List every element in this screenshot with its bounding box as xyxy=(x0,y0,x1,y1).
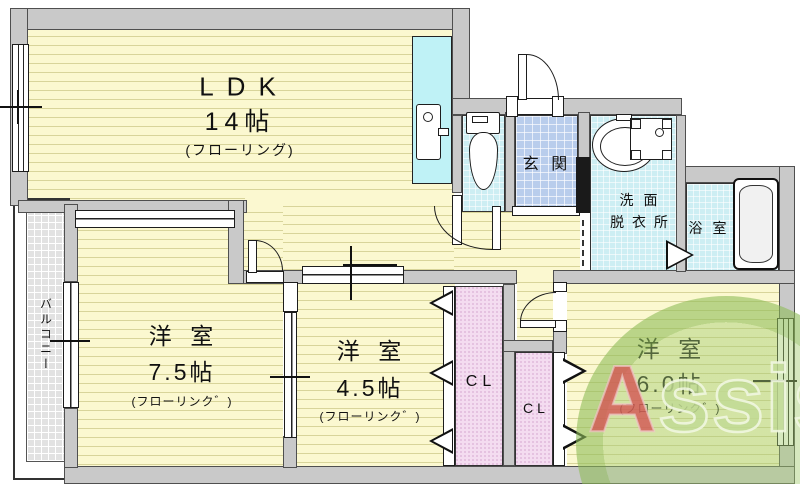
washroom-opening-dashed xyxy=(582,220,587,266)
washer-pan-corner-1 xyxy=(631,119,641,129)
entrance-step xyxy=(512,206,580,216)
closet-small-label: CL xyxy=(523,400,549,416)
wall-w60-left-stub xyxy=(553,330,567,354)
sliding-door-ldk-w75 xyxy=(75,210,235,228)
bathtub-inner xyxy=(739,185,773,263)
bathroom-name: 浴 室 xyxy=(688,220,730,236)
closet-large-door-icon-3i xyxy=(433,431,452,451)
washer-drain-icon xyxy=(655,128,664,137)
wall-balcony-stub-top xyxy=(64,204,78,282)
bath-folding-door-icon-inner xyxy=(668,243,691,267)
wall-closet-mid xyxy=(503,284,515,466)
tick-balcony-door xyxy=(50,340,90,342)
washer-pan-corner-2 xyxy=(662,119,672,129)
wall-ldk-hall xyxy=(452,115,462,193)
w45-name: 洋 室 xyxy=(336,338,408,364)
closet-large xyxy=(455,286,503,466)
wall-balcony-stub-bottom xyxy=(64,408,78,468)
entrance-door-jamb-left xyxy=(506,96,518,117)
closet-large-door-icon-2i xyxy=(433,363,452,383)
closet-large-door-icon-1i xyxy=(433,293,452,313)
tick-w45-slider-h xyxy=(343,264,397,266)
wall-washroom-bath xyxy=(676,115,686,272)
wall-washroom-bottom xyxy=(553,270,795,284)
sliding-door-w75-w45 xyxy=(284,312,297,438)
kitchen-tap-icon xyxy=(438,128,449,136)
washer-pan-corner-3 xyxy=(631,150,641,160)
washroom-name-line1: 洗 面 xyxy=(619,192,661,208)
balcony-name: バルコニー xyxy=(38,297,53,373)
balcony-sliding-door xyxy=(63,282,79,408)
assist-logo-initial: A xyxy=(587,346,658,452)
western75-floor xyxy=(66,204,283,468)
wall-divider75-45-bottom xyxy=(283,436,297,468)
window-ldk-left xyxy=(12,44,29,172)
w45-floor-type: (フローリンク゛) xyxy=(319,409,421,424)
entrance-door-arc xyxy=(527,54,559,100)
entrance-tile xyxy=(515,115,578,210)
entrance-name: 玄 関 xyxy=(522,156,572,173)
door-gap-w75 xyxy=(246,271,284,283)
w75-size: 7.5帖 xyxy=(148,359,216,385)
ldk-name: LDK xyxy=(199,71,289,102)
tick-left-window-v xyxy=(17,90,19,124)
closet-small-door-strip xyxy=(553,352,565,466)
w60-door-jamb-top xyxy=(553,282,567,292)
shoe-cabinet xyxy=(576,157,590,213)
assist-logo-rest: ssist xyxy=(656,346,800,452)
kitchen-faucet-icon xyxy=(423,112,433,122)
w75-name: 洋 室 xyxy=(148,323,220,349)
toilet-door-leaf xyxy=(492,206,501,250)
divider-frame xyxy=(283,282,298,312)
tick-divider-h xyxy=(270,376,310,378)
entrance-door-leaf xyxy=(518,54,527,100)
ldk-floor xyxy=(26,28,454,204)
wall-entrance-washroom xyxy=(578,112,590,160)
washbasin-tap-icon xyxy=(616,114,632,121)
wall-top xyxy=(10,8,470,30)
w45-size: 4.5帖 xyxy=(336,375,404,401)
toilet-tank-button xyxy=(472,116,488,123)
assist-logo-text: Assist xyxy=(587,350,800,448)
tick-w45-slider-v xyxy=(350,246,352,300)
w60-door-leaf xyxy=(520,320,556,328)
closet-small xyxy=(515,352,553,466)
washer-pan-corner-4 xyxy=(662,150,672,160)
wall-toilet-entrance xyxy=(505,112,515,212)
ldk-floor-type: (フローリング) xyxy=(185,142,295,158)
tick-left-window-h xyxy=(0,106,42,108)
wall-closet-small-top xyxy=(503,340,553,352)
sliding-door-ldk-w45 xyxy=(302,266,404,284)
ldk-size: 14帖 xyxy=(204,108,276,136)
closet-small-door-icon-1i xyxy=(563,361,582,381)
washroom-name-line2: 脱 衣 所 xyxy=(610,214,670,230)
balcony-deck xyxy=(26,200,66,462)
closet-large-label: CL xyxy=(465,373,497,390)
western45-floor xyxy=(297,274,455,468)
w75-floor-type: (フローリンク゛) xyxy=(131,394,233,409)
